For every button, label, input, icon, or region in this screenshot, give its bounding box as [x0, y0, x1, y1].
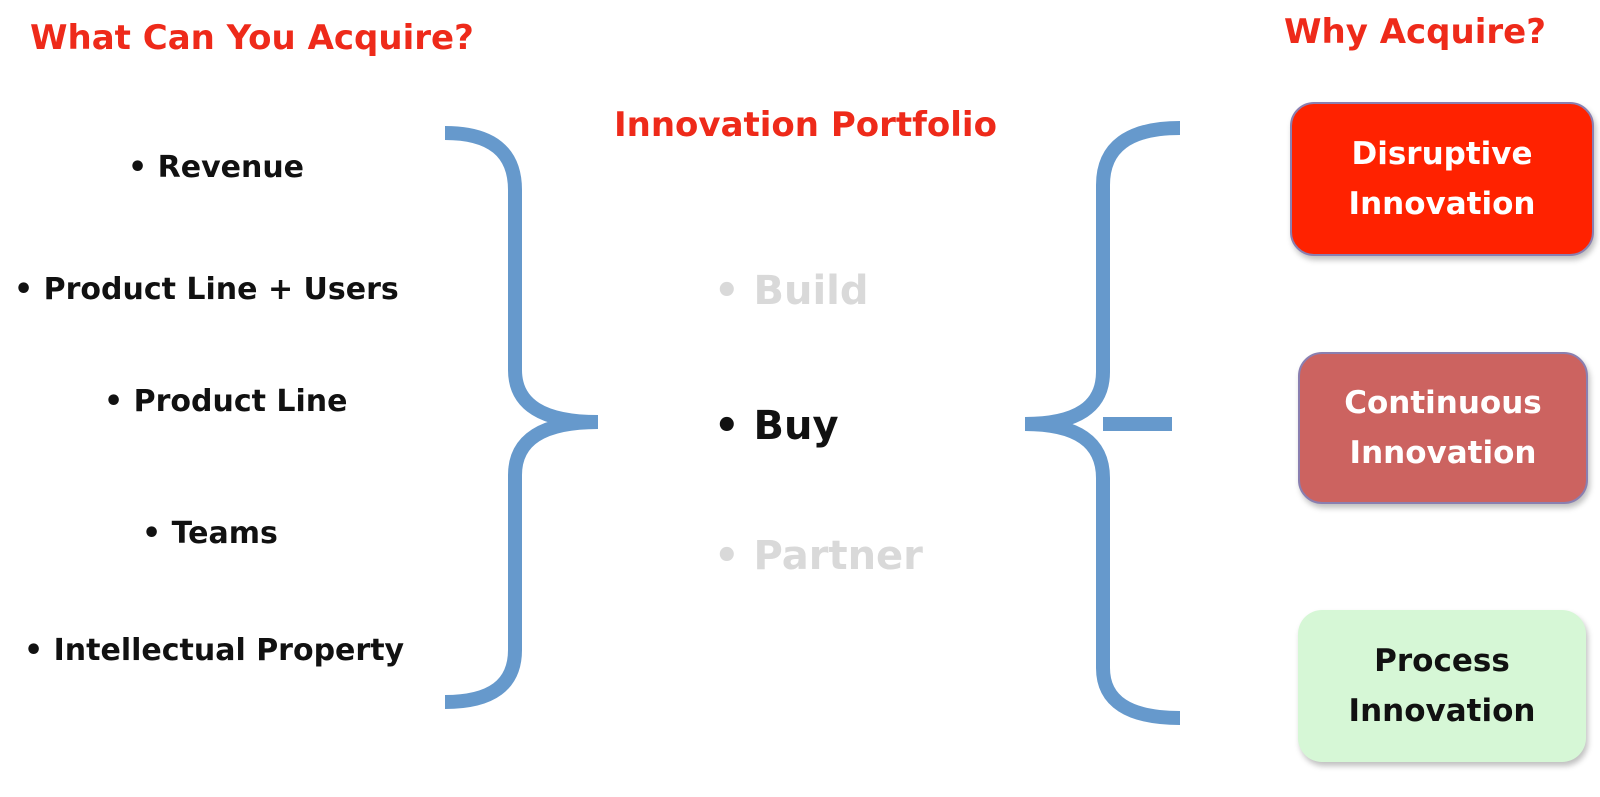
list-item-intellectual-property: • Intellectual Property	[24, 633, 405, 668]
list-item-product-line: • Product Line	[104, 384, 348, 419]
option-partner: • Partner	[714, 533, 923, 579]
option-build: • Build	[714, 268, 869, 314]
right-brace	[1024, 121, 1181, 725]
list-item-teams: • Teams	[142, 516, 278, 551]
box-line-1: Disruptive	[1351, 136, 1533, 172]
left-heading: What Can You Acquire?	[30, 18, 474, 58]
box-line-2: Innovation	[1349, 435, 1537, 471]
left-brace	[444, 126, 599, 709]
box-line-2: Innovation	[1348, 693, 1536, 729]
box-line-2: Innovation	[1348, 186, 1536, 222]
box-line-1: Process	[1374, 643, 1510, 679]
option-buy: • Buy	[714, 403, 839, 449]
center-heading: Innovation Portfolio	[614, 105, 997, 145]
list-item-product-line-users: • Product Line + Users	[14, 272, 399, 307]
right-heading: Why Acquire?	[1284, 12, 1546, 52]
list-item-revenue: • Revenue	[128, 150, 305, 185]
box-line-1: Continuous	[1344, 385, 1542, 421]
